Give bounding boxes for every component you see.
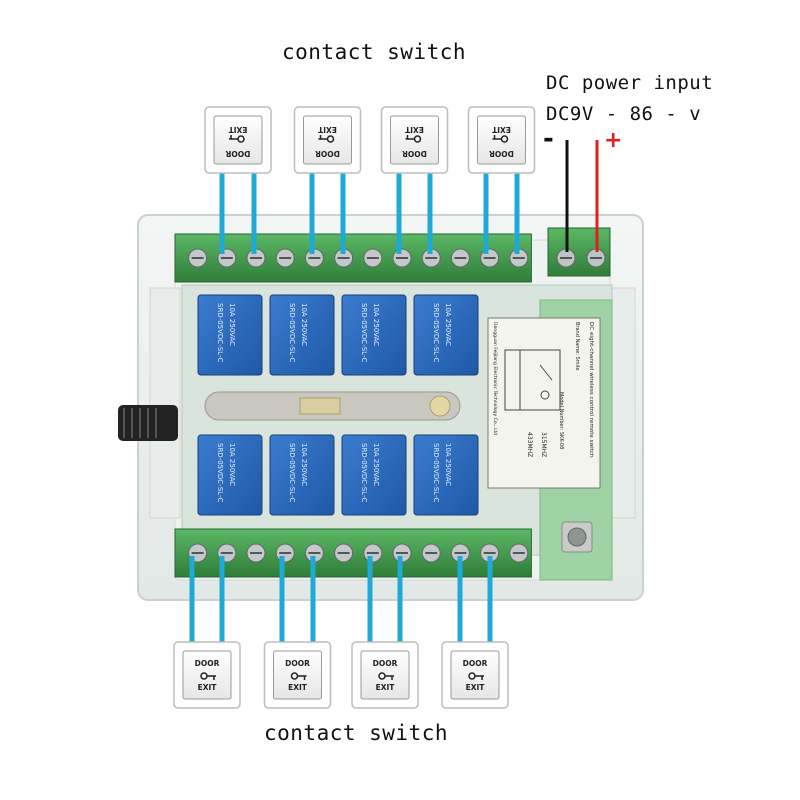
door-exit-switch: DOOR EXIT xyxy=(293,106,362,174)
top-terminal-strip xyxy=(174,233,532,283)
reset-button xyxy=(561,521,593,553)
key-icon xyxy=(290,672,307,680)
module-info-label xyxy=(487,317,601,489)
switch-label-exit: EXIT xyxy=(404,125,424,134)
relay: SRD-05VDC-SL-C 10A 250VAC xyxy=(269,434,335,516)
door-exit-switch: DOOR EXIT xyxy=(351,641,419,709)
switch-label-door: DOOR xyxy=(195,659,220,668)
module-info-text: DC eight-channel wireless control remote… xyxy=(492,322,594,458)
relay-rating-text: 10A 250VAC xyxy=(300,303,308,346)
switch-label-exit: EXIT xyxy=(491,125,511,134)
relay-model-text: SRD-05VDC-SL-C xyxy=(288,443,296,502)
module-brand: Brand Name: Smile xyxy=(574,322,580,370)
relay-rating-text: 10A 250VAC xyxy=(372,303,380,346)
relay-rating-text: 10A 250VAC xyxy=(444,303,452,346)
switch-label-door: DOOR xyxy=(463,659,488,668)
switch-label-exit: EXIT xyxy=(376,683,396,692)
top-title: contact switch xyxy=(282,40,467,64)
key-icon xyxy=(492,135,509,143)
oscillator xyxy=(204,391,461,421)
module-model: Model Number: SKK-08 xyxy=(558,392,564,449)
key-icon xyxy=(378,672,394,680)
relay-model-text: SRD-05VDC-SL-C xyxy=(216,303,224,362)
relay: SRD-05VDC-SL-C 10A 250VAC xyxy=(341,294,407,376)
switch-label-door: DOOR xyxy=(489,149,514,158)
switch-label-door: DOOR xyxy=(402,149,427,158)
switch-label-exit: EXIT xyxy=(228,125,248,134)
door-exit-switch: DOOR EXIT xyxy=(380,106,449,174)
relay: SRD-05VDC-SL-C 10A 250VAC xyxy=(269,294,335,376)
key-icon xyxy=(318,135,335,143)
switch-label-exit: EXIT xyxy=(198,683,218,692)
key-icon xyxy=(468,672,484,680)
bottom-title: contact switch xyxy=(264,721,449,745)
antenna xyxy=(118,405,178,441)
relay-model-text: SRD-05VDC-SL-C xyxy=(432,303,440,362)
bottom-terminal-strip xyxy=(174,528,532,578)
module-freq-b: 433MHZ xyxy=(526,432,533,457)
power-terminal-block xyxy=(547,227,611,277)
switch-label-door: DOOR xyxy=(373,659,398,668)
switch-label-door: DOOR xyxy=(315,149,340,158)
switch-label-door: DOOR xyxy=(225,149,250,158)
module-schematic xyxy=(504,349,561,411)
relay-rating-text: 10A 250VAC xyxy=(228,443,236,486)
relay: SRD-05VDC-SL-C 10A 250VAC xyxy=(341,434,407,516)
relay: SRD-05VDC-SL-C 10A 250VAC xyxy=(197,294,263,376)
relay-rating-text: 10A 250VAC xyxy=(444,443,452,486)
relay-model-text: SRD-05VDC-SL-C xyxy=(360,443,368,502)
plus-sign: + xyxy=(604,128,623,153)
power-voltage: DC9V - 86 - v xyxy=(546,103,702,125)
relay-model-text: SRD-05VDC-SL-C xyxy=(216,443,224,502)
switch-label-door: DOOR xyxy=(285,659,310,668)
door-exit-switch: DOOR EXIT xyxy=(173,641,241,709)
relay-rating-text: 10A 250VAC xyxy=(228,303,236,346)
module-freq-a: 315MHZ xyxy=(540,432,547,457)
relay: SRD-05VDC-SL-C 10A 250VAC xyxy=(413,434,479,516)
relay-model-text: SRD-05VDC-SL-C xyxy=(360,303,368,362)
switch-label-exit: EXIT xyxy=(288,683,308,692)
relay-rating-text: 10A 250VAC xyxy=(300,443,308,486)
power-title: DC power input xyxy=(546,72,714,94)
relay: SRD-05VDC-SL-C 10A 250VAC xyxy=(197,434,263,516)
minus-sign: - xyxy=(543,124,554,154)
key-icon xyxy=(405,135,422,143)
switch-label-exit: EXIT xyxy=(317,125,337,134)
module-heading: DC eight-channel wireless control remote… xyxy=(588,322,594,458)
relay-model-text: SRD-05VDC-SL-C xyxy=(288,303,296,362)
relay-model-text: SRD-05VDC-SL-C xyxy=(432,443,440,502)
door-exit-switch: DOOR EXIT xyxy=(263,641,332,709)
door-exit-switch: DOOR EXIT xyxy=(441,641,509,709)
door-exit-switch: DOOR EXIT xyxy=(204,106,272,174)
module-maker: Dongguan Feijiang Electronic Technology … xyxy=(492,322,498,435)
relay-rating-text: 10A 250VAC xyxy=(372,443,380,486)
relay: SRD-05VDC-SL-C 10A 250VAC xyxy=(413,294,479,376)
switch-label-exit: EXIT xyxy=(466,683,486,692)
door-exit-switch: DOOR EXIT xyxy=(467,106,536,174)
key-icon xyxy=(200,672,216,680)
key-icon xyxy=(229,135,245,143)
